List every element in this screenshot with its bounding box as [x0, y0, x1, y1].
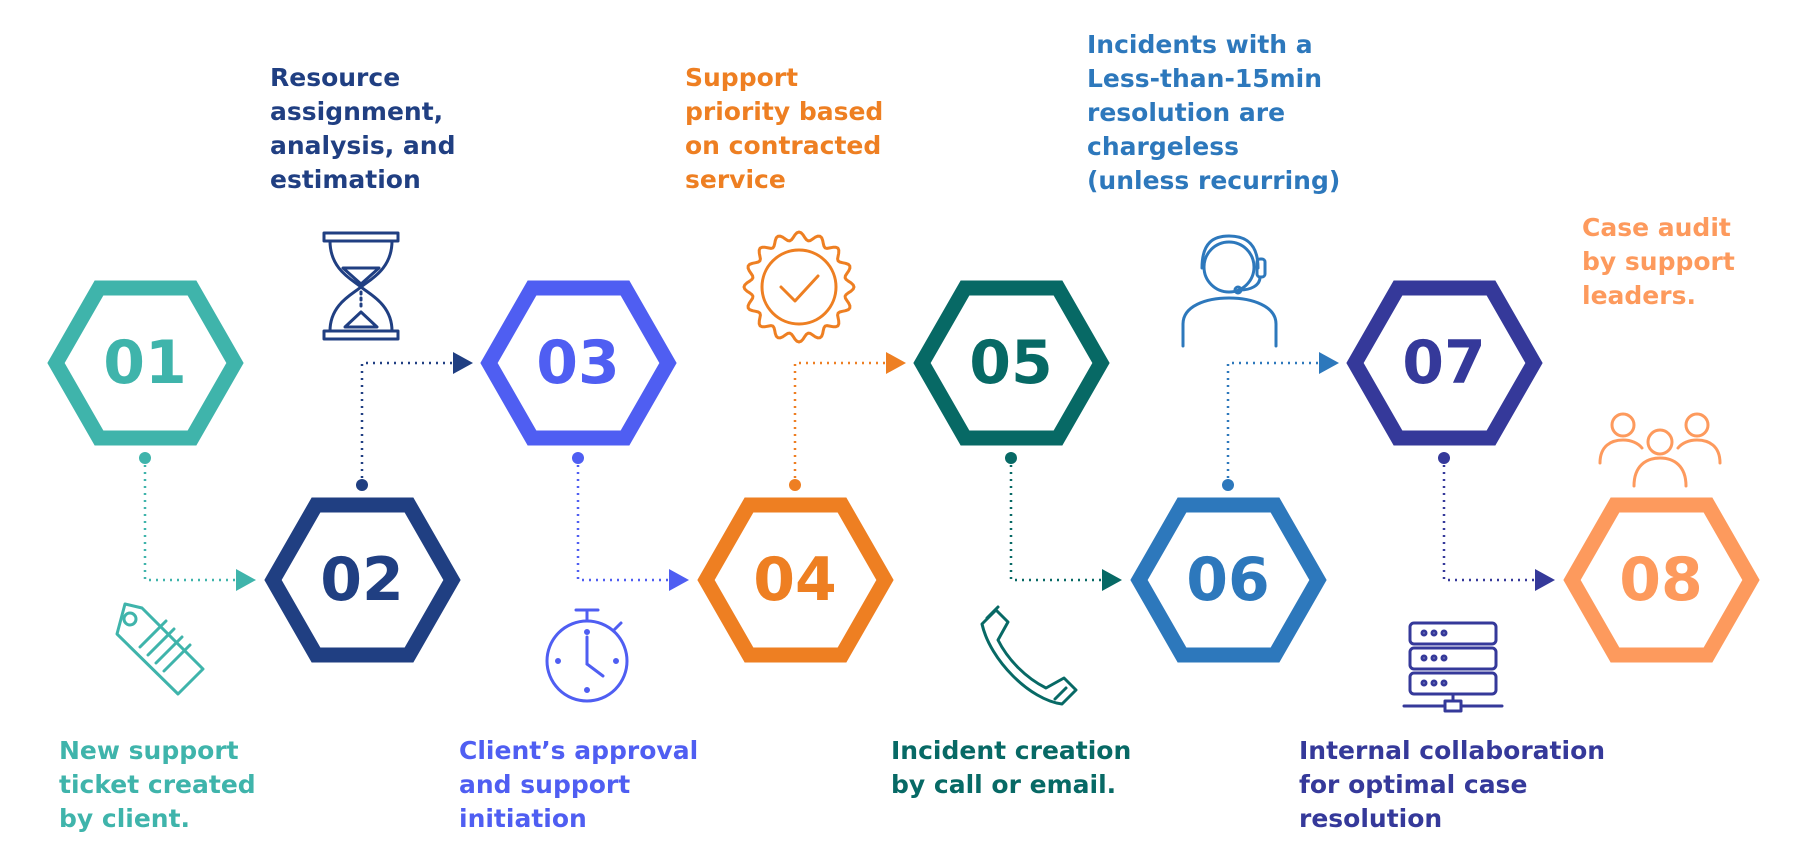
step-06-node: 06: [1130, 497, 1327, 663]
step-08-number: 08: [1619, 545, 1703, 615]
step-02-text-line: assignment,: [270, 97, 444, 126]
step-08-node: 08: [1563, 497, 1760, 663]
step-01-text-line: New support: [59, 736, 239, 765]
step-05-node: 05: [913, 280, 1110, 446]
step-02-hexagon: [264, 497, 461, 663]
step-06-text-line: Less-than-15min: [1087, 64, 1323, 93]
step-01-hexagon: [47, 280, 244, 446]
step-07-node: 07: [1346, 280, 1543, 446]
step-03-text-line: Client’s approval: [459, 736, 699, 765]
step-08-text-line: Case audit: [1582, 213, 1731, 242]
step-05-text-line: by call or email.: [891, 770, 1117, 799]
hourglass-icon: [322, 231, 400, 341]
step-04-hexagon: [697, 497, 894, 663]
step-08-text-line: leaders.: [1582, 281, 1696, 310]
step-01-number: 01: [103, 328, 187, 398]
step-08-text-line: by support: [1582, 247, 1735, 276]
phone-icon: [980, 605, 1078, 706]
step-03-number: 03: [536, 328, 620, 398]
step-06-text-line: chargeless: [1087, 132, 1239, 161]
connector-02-03: [356, 352, 473, 491]
step-02-text: Resource assignment, analysis, and estim…: [270, 61, 456, 197]
step-07-text-line: for optimal case: [1299, 770, 1528, 799]
step-06-text-line: Incidents with a: [1087, 30, 1313, 59]
step-05-text-line: Incident creation: [891, 736, 1132, 765]
connector-03-04: [572, 452, 689, 591]
step-03-text-line: initiation: [459, 804, 587, 833]
step-02-text-line: Resource: [270, 63, 401, 92]
step-07-text: Internal collaboration for optimal case …: [1299, 734, 1605, 836]
step-07-text-line: Internal collaboration: [1299, 736, 1606, 765]
step-03-node: 03: [480, 280, 677, 446]
step-01-node: 01: [47, 280, 244, 446]
step-04-number: 04: [753, 545, 837, 615]
step-04-text: Support priority based on contracted ser…: [685, 61, 883, 197]
step-06-text-line: resolution are: [1087, 98, 1286, 127]
step-02-text-line: analysis, and: [270, 131, 456, 160]
step-01-text-line: ticket created: [59, 770, 256, 799]
step-02-number: 02: [320, 545, 404, 615]
connector-01-02: [139, 452, 256, 591]
step-07-text-line: resolution: [1299, 804, 1443, 833]
connector-07-08: [1438, 452, 1555, 591]
step-04-text-line: on contracted: [685, 131, 882, 160]
headset-agent-icon: [1181, 234, 1278, 348]
team-group-icon: [1598, 412, 1722, 488]
step-05-number: 05: [969, 328, 1053, 398]
step-08-text: Case audit by support leaders.: [1582, 211, 1735, 313]
server-network-icon: [1402, 621, 1504, 713]
step-02-node: 02: [264, 497, 461, 663]
badge-check-icon: [742, 230, 856, 344]
step-07-hexagon: [1346, 280, 1543, 446]
tag-icon: [115, 602, 205, 696]
step-04-text-line: priority based: [685, 97, 884, 126]
step-04-node: 04: [697, 497, 894, 663]
step-06-number: 06: [1186, 545, 1270, 615]
step-06-text-line: (unless recurring): [1087, 166, 1341, 195]
step-07-number: 07: [1402, 328, 1486, 398]
connector-05-06: [1005, 452, 1122, 591]
step-08-hexagon: [1563, 497, 1760, 663]
step-05-hexagon: [913, 280, 1110, 446]
step-04-text-line: Support: [685, 63, 799, 92]
step-02-text-line: estimation: [270, 165, 421, 194]
step-01-text: New support ticket created by client.: [59, 734, 256, 836]
step-03-text: Client’s approval and support initiation: [459, 734, 698, 836]
step-06-hexagon: [1130, 497, 1327, 663]
stopwatch-icon: [545, 608, 629, 703]
step-05-text: Incident creation by call or email.: [891, 734, 1131, 802]
step-06-text: Incidents with a Less-than-15min resolut…: [1087, 28, 1340, 198]
step-01-text-line: by client.: [59, 804, 191, 833]
connector-06-07: [1222, 352, 1339, 491]
connector-04-05: [789, 352, 906, 491]
step-03-hexagon: [480, 280, 677, 446]
step-03-text-line: and support: [459, 770, 631, 799]
step-04-text-line: service: [685, 165, 786, 194]
